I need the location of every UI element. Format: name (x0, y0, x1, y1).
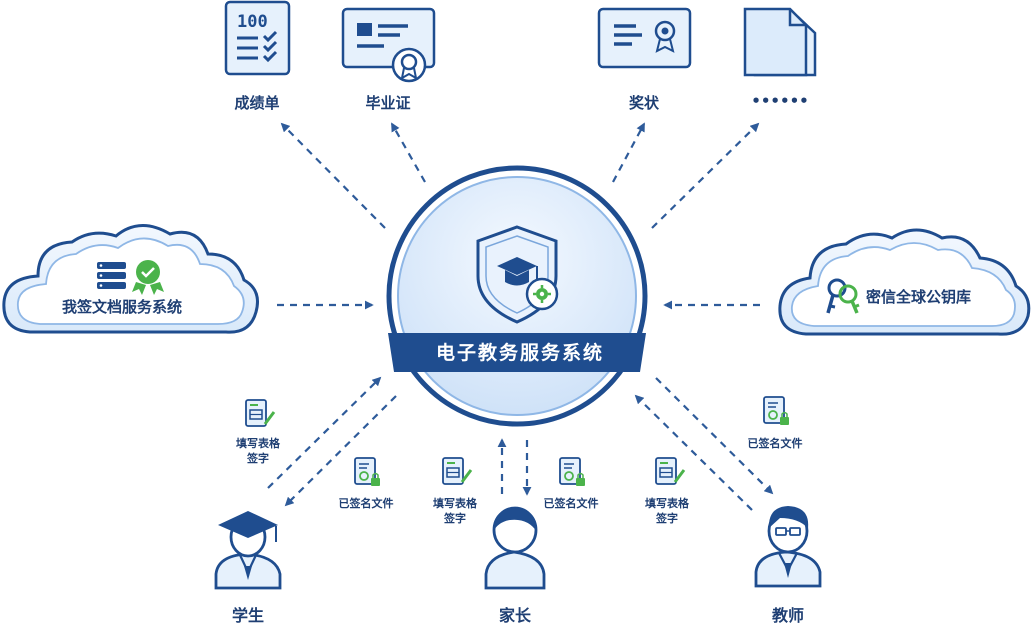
teacher-avatar-icon (754, 506, 822, 588)
signed-file-icon-teacher (763, 396, 789, 425)
flow-arrows (267, 122, 774, 511)
center-system-title: 电子教务服务系统 (435, 342, 604, 364)
fill-form-icon-teacher (655, 457, 686, 485)
teacher-label: 教师 (771, 606, 805, 625)
arrow-to-transcript (280, 122, 386, 229)
arrow-student-to-center (267, 376, 382, 489)
arrow-center-to-student (284, 395, 397, 507)
student-avatar-icon (214, 511, 282, 590)
fill-form-icon-parent (442, 457, 473, 485)
arrow-to-diploma (391, 122, 426, 183)
teacher-signed-file-label: 已签名文件 (747, 437, 803, 450)
teacher-fill-form-line1: 填写表格 (645, 497, 689, 510)
award-certificate-icon (597, 7, 692, 69)
gear-badge-icon (525, 277, 559, 311)
transcript-icon (224, 0, 291, 76)
central-system-node (386, 165, 648, 427)
teacher-fill-form-line2: 签字 (656, 512, 678, 525)
student-fill-form-line1: 填写表格 (236, 437, 280, 450)
signed-file-icon-student (354, 457, 380, 486)
diploma-label: 毕业证 (365, 94, 411, 112)
verified-badge-icon (132, 260, 164, 295)
title-banner (388, 333, 646, 372)
transcript-label: 成绩单 (234, 94, 280, 112)
right-cloud-key-library (778, 228, 1031, 336)
key-icon (826, 278, 860, 314)
fill-form-icon-student (245, 399, 276, 427)
more-documents-icon (743, 7, 817, 77)
left-cloud-label: 我签文档服务系统 (62, 298, 183, 316)
arrow-to-more (651, 122, 760, 229)
teacher-fill-form-label: 填写表格 签字 (645, 496, 689, 526)
right-cloud-label: 密信全球公钥库 (866, 288, 972, 306)
server-icon (97, 262, 126, 289)
arrow-center-to-teacher (655, 377, 774, 495)
more-documents-label: •••••• (751, 92, 809, 110)
signed-file-icon-parent (559, 457, 585, 486)
transcript-score-text: 100 (237, 12, 268, 32)
parent-fill-form-label: 填写表格 签字 (433, 496, 477, 526)
student-fill-form-label: 填写表格 签字 (236, 436, 280, 466)
student-label: 学生 (231, 606, 265, 625)
award-label: 奖状 (628, 94, 660, 112)
parent-fill-form-line1: 填写表格 (433, 497, 477, 510)
parent-signed-file-label: 已签名文件 (543, 497, 599, 510)
student-fill-form-line2: 签字 (247, 452, 269, 465)
student-signed-file-label: 已签名文件 (338, 497, 394, 510)
parent-avatar-icon (484, 506, 546, 590)
diploma-icon (341, 7, 436, 83)
left-cloud-docs-service (2, 224, 259, 334)
parent-fill-form-line2: 签字 (444, 512, 466, 525)
parent-label: 家长 (498, 606, 532, 625)
arrow-teacher-to-center (634, 394, 753, 511)
arrow-to-award (612, 122, 645, 183)
